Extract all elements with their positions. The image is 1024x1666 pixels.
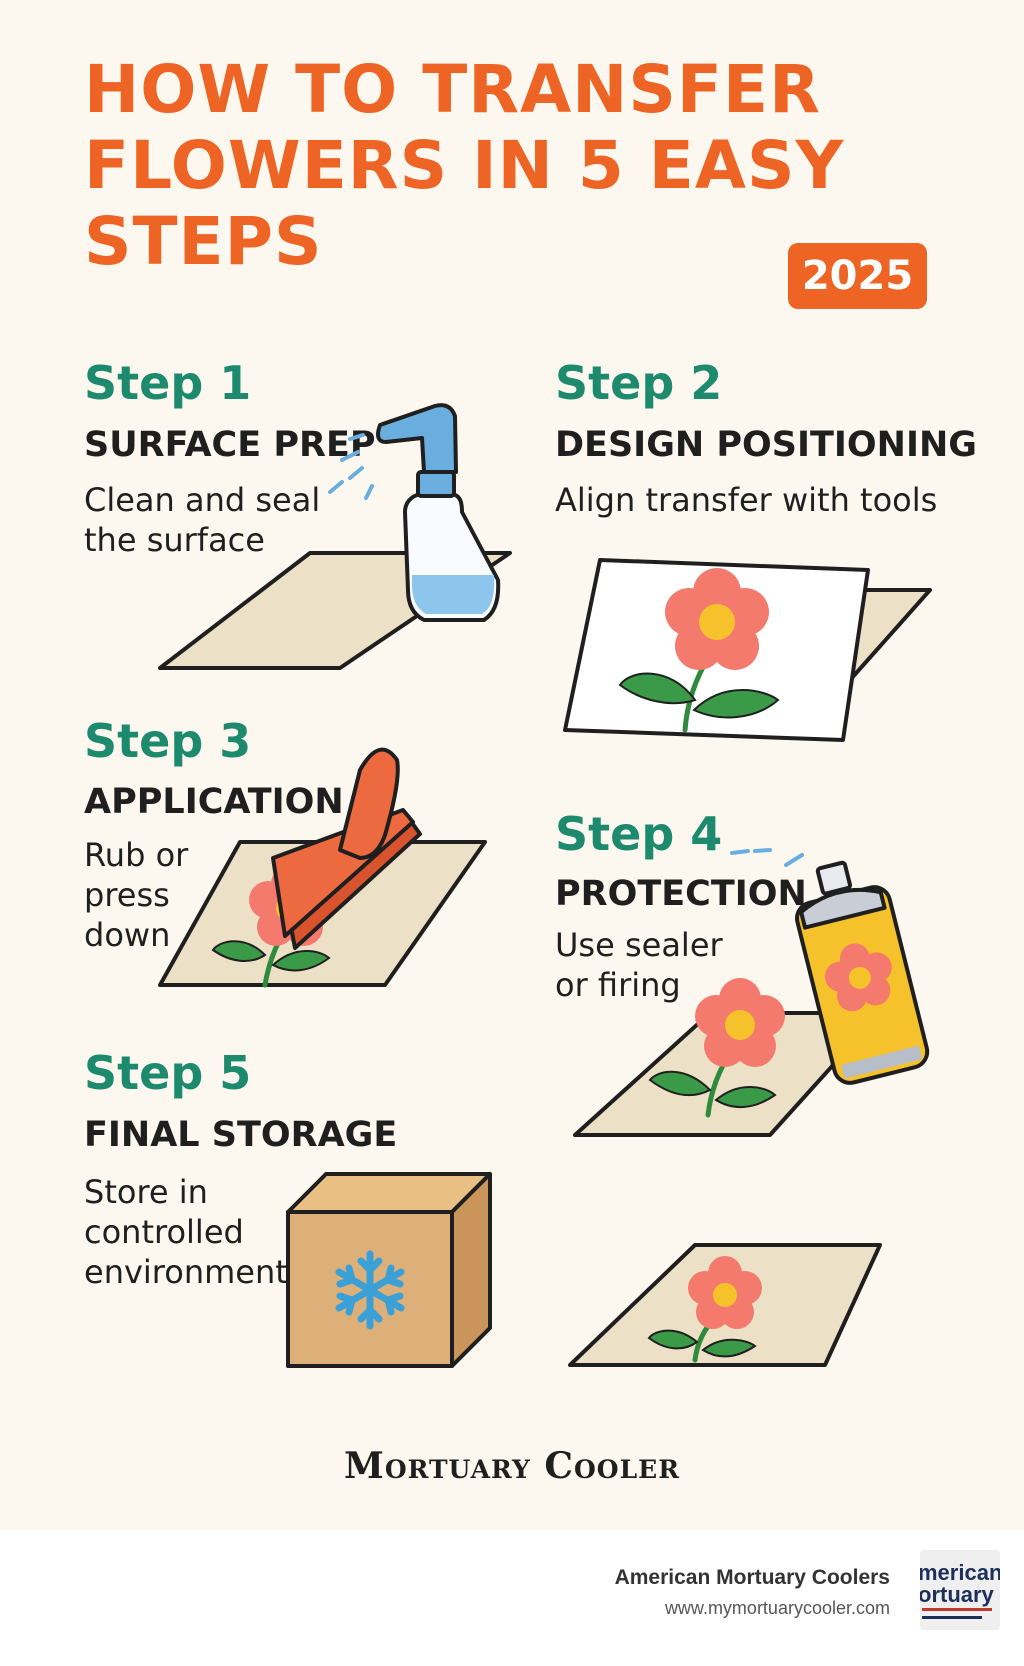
company-logo-mark: merican ortuary bbox=[920, 1560, 1000, 1619]
finished-transfer-sheet-icon bbox=[568, 1243, 882, 1367]
footer-company-name: American Mortuary Coolers bbox=[614, 1566, 890, 1589]
step-4-number: Step 4 bbox=[555, 807, 723, 861]
step-4-description-line-1: Use sealer bbox=[555, 926, 723, 964]
step-3-description-line-3: down bbox=[84, 916, 171, 954]
spray-bottle-icon bbox=[158, 403, 512, 670]
company-logo[interactable]: merican ortuary bbox=[920, 1550, 1000, 1630]
step-1-title: SURFACE PREP bbox=[84, 425, 376, 465]
step-3-description-line-1: Rub or bbox=[84, 836, 189, 874]
title-line-2: FLOWERS IN 5 EASY bbox=[84, 127, 845, 204]
infographic-poster: HOW TO TRANSFER FLOWERS IN 5 EASY STEPS … bbox=[0, 0, 1024, 1530]
step-4-description-line-2: or firing bbox=[555, 966, 681, 1004]
cooler-box-icon bbox=[286, 1172, 492, 1368]
spray-can-icon bbox=[573, 848, 930, 1137]
step-3-description-line-2: press bbox=[84, 876, 170, 914]
title-line-1: HOW TO TRANSFER bbox=[84, 51, 821, 128]
step-1-description-line-2: the surface bbox=[84, 521, 265, 559]
step-3-title: APPLICATION bbox=[84, 782, 344, 822]
step-2-title: DESIGN POSITIONING bbox=[555, 425, 978, 465]
step-3-number: Step 3 bbox=[84, 714, 252, 768]
brand-wordmark: Mortuary Cooler bbox=[343, 1445, 680, 1487]
step-5-number: Step 5 bbox=[84, 1046, 252, 1100]
step-5-description-line-1: Store in bbox=[84, 1173, 208, 1211]
step-1-number: Step 1 bbox=[84, 356, 252, 410]
year-badge: 2025 bbox=[788, 243, 927, 309]
step-2-description: Align transfer with tools bbox=[555, 481, 938, 519]
step-5-title: FINAL STORAGE bbox=[84, 1115, 398, 1155]
logo-text-line-2: ortuary bbox=[920, 1582, 995, 1607]
step-1-description-line-1: Clean and seal bbox=[84, 481, 321, 519]
squeegee-icon bbox=[158, 747, 487, 988]
footer-url[interactable]: www.mymortuarycooler.com bbox=[664, 1598, 890, 1618]
step-5-description-line-2: controlled bbox=[84, 1213, 244, 1251]
title-line-3: STEPS bbox=[84, 203, 323, 280]
logo-text-line-1: merican bbox=[920, 1560, 1000, 1585]
step-4-title: PROTECTION bbox=[555, 874, 807, 914]
flower-transfer-sheet-icon bbox=[563, 558, 932, 742]
footer: American Mortuary Coolers www.mymortuary… bbox=[0, 1530, 1024, 1666]
step-2-number: Step 2 bbox=[555, 356, 723, 410]
step-5-description-line-3: environment bbox=[84, 1253, 288, 1291]
